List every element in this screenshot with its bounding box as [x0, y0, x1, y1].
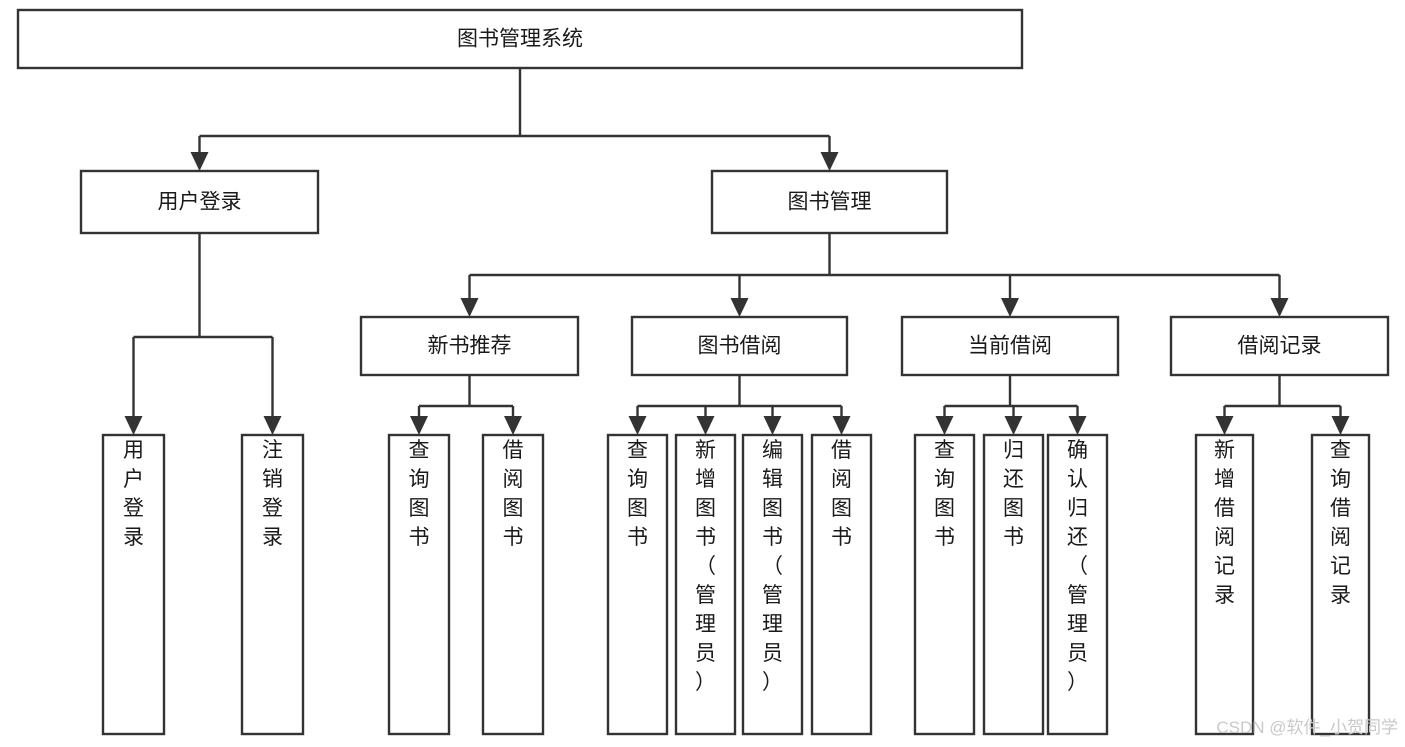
node-layer: 图书管理系统用户登录图书管理新书推荐图书借阅当前借阅借阅记录用户登录注销登录查询…	[16, 8, 1390, 736]
connector-layer	[124, 68, 1350, 435]
node-box	[16, 8, 1024, 70]
arrow-head-icon	[628, 416, 647, 435]
node-leaf-leaf-query-record[interactable]: 查询借阅记录	[1310, 433, 1371, 736]
node-l3-new-book-recommend[interactable]: 新书推荐	[359, 315, 580, 377]
node-label: 新书推荐	[428, 335, 512, 358]
node-box	[606, 433, 669, 736]
node-box	[982, 433, 1045, 736]
node-box	[79, 169, 320, 235]
node-label: 用户登录	[158, 191, 242, 214]
node-box	[674, 433, 737, 736]
node-box	[1194, 433, 1255, 736]
node-label: 查询图书	[627, 439, 648, 549]
node-leaf-leaf-return-book[interactable]: 归还图书	[982, 433, 1045, 736]
node-box	[1046, 433, 1109, 736]
node-box	[1169, 315, 1390, 377]
node-label: 注销登录	[262, 439, 283, 549]
arrow-head-icon	[1331, 416, 1350, 435]
node-box	[1310, 433, 1371, 736]
arrow-head-icon	[1068, 416, 1087, 435]
node-label: 图书管理系统	[457, 28, 583, 51]
node-label: 图书管理	[788, 191, 872, 214]
node-l3-book-borrow[interactable]: 图书借阅	[630, 315, 849, 377]
node-box	[900, 315, 1120, 377]
node-box	[387, 433, 451, 736]
node-label: 当前借阅	[968, 335, 1052, 358]
node-label: 用户登录	[123, 439, 144, 549]
node-box	[741, 433, 804, 736]
node-leaf-leaf-edit-book[interactable]: 编辑图书（管理员）	[741, 433, 804, 736]
node-label: 查询图书	[934, 439, 955, 549]
arrow-head-icon	[263, 416, 282, 435]
arrow-head-icon	[763, 416, 782, 435]
node-leaf-leaf-confirm-return[interactable]: 确认归还（管理员）	[1046, 433, 1109, 736]
node-leaf-leaf-user-login[interactable]: 用户登录	[101, 433, 166, 736]
node-l2-book-manage[interactable]: 图书管理	[710, 169, 949, 235]
node-leaf-leaf-query-book-2[interactable]: 查询图书	[606, 433, 669, 736]
node-label: 查询图书	[409, 439, 430, 549]
arrow-head-icon	[460, 298, 479, 317]
node-label: 确认归还（管理员）	[1067, 439, 1088, 694]
arrow-head-icon	[1004, 416, 1023, 435]
node-leaf-leaf-borrow-book-1[interactable]: 借阅图书	[481, 433, 545, 736]
node-box	[630, 315, 849, 377]
arrow-head-icon	[504, 416, 522, 435]
node-label: 新增借阅记录	[1214, 439, 1235, 607]
arrow-head-icon	[696, 416, 715, 435]
node-leaf-leaf-query-book-3[interactable]: 查询图书	[913, 433, 976, 736]
node-label: 借阅记录	[1238, 335, 1322, 358]
arrow-head-icon	[832, 416, 851, 435]
node-label: 借阅图书	[831, 439, 852, 549]
node-label: 查询借阅记录	[1330, 439, 1351, 607]
node-box	[710, 169, 949, 235]
node-box	[101, 433, 166, 736]
arrow-head-icon	[410, 416, 428, 435]
arrow-head-icon	[935, 416, 954, 435]
arrow-head-icon	[730, 298, 749, 317]
node-label: 图书借阅	[698, 335, 782, 358]
node-box	[359, 315, 580, 377]
node-leaf-leaf-query-book-1[interactable]: 查询图书	[387, 433, 451, 736]
node-label: 新增图书（管理员）	[695, 439, 716, 694]
node-l3-current-borrow[interactable]: 当前借阅	[900, 315, 1120, 377]
node-box	[481, 433, 545, 736]
node-box	[810, 433, 873, 736]
arrow-head-icon	[1215, 416, 1234, 435]
node-box	[913, 433, 976, 736]
watermark-text: CSDN @软件_小贺同学	[1216, 718, 1398, 737]
arrow-head-icon	[124, 416, 143, 435]
node-label: 归还图书	[1003, 439, 1024, 549]
arrow-head-icon	[820, 152, 839, 171]
node-root-root[interactable]: 图书管理系统	[16, 8, 1024, 70]
arrow-head-icon	[1001, 298, 1019, 317]
node-label: 编辑图书（管理员）	[762, 439, 783, 694]
node-label: 借阅图书	[503, 439, 524, 549]
node-leaf-leaf-logout[interactable]: 注销登录	[240, 433, 305, 736]
node-box	[240, 433, 305, 736]
node-l3-borrow-record[interactable]: 借阅记录	[1169, 315, 1390, 377]
arrow-head-icon	[1270, 298, 1289, 317]
node-leaf-leaf-add-record[interactable]: 新增借阅记录	[1194, 433, 1255, 736]
arrow-head-icon	[190, 152, 209, 171]
node-l2-user-login[interactable]: 用户登录	[79, 169, 320, 235]
node-leaf-leaf-add-book[interactable]: 新增图书（管理员）	[674, 433, 737, 736]
node-leaf-leaf-borrow-book-2[interactable]: 借阅图书	[810, 433, 873, 736]
